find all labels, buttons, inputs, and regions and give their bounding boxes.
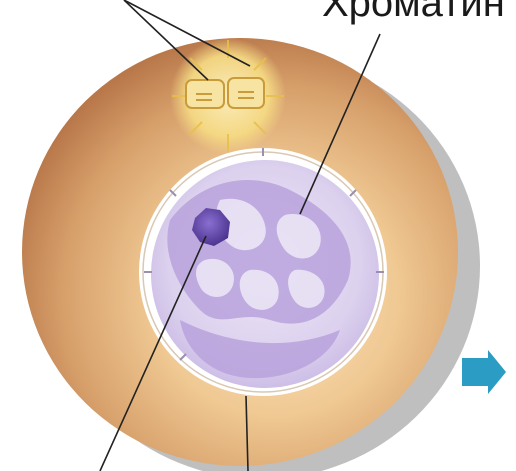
arrow-icon <box>462 350 506 394</box>
label-chromatin: Хроматин <box>322 0 505 25</box>
centrioles <box>170 38 286 154</box>
